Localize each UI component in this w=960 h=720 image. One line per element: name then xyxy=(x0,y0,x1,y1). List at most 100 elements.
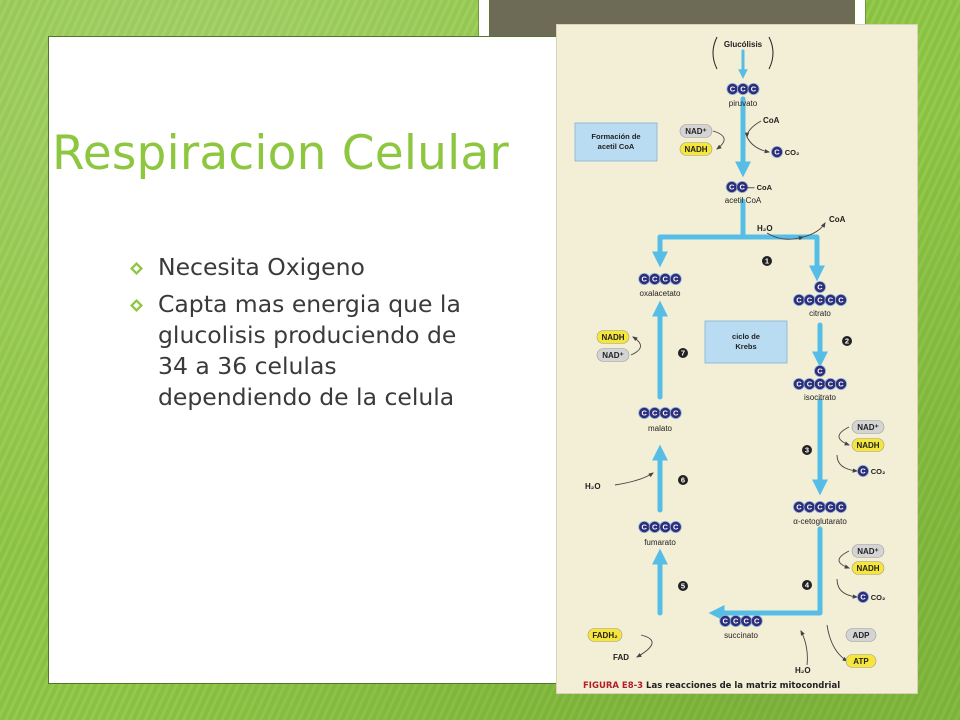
side-reaction-arrows xyxy=(614,120,859,666)
carbon-atom: C xyxy=(813,500,826,513)
step-badge: 6 xyxy=(678,475,688,485)
carbon-atom-label: C xyxy=(828,380,834,389)
nad-plus-label: NAD⁺ xyxy=(685,127,707,136)
bullet-item: Necesita Oxigeno xyxy=(130,252,465,283)
carbon-atom-label: C xyxy=(652,409,658,418)
nad-plus-7-label: NAD⁺ xyxy=(602,351,624,360)
arrow-nad-4 xyxy=(838,550,851,569)
step-number: 2 xyxy=(845,337,849,346)
nad-plus-3-pill xyxy=(851,420,885,434)
carbon-atom: C xyxy=(669,272,682,285)
carbon-atom-label: C xyxy=(751,85,757,94)
carbon-atom-label: C xyxy=(796,380,802,389)
carbon-atom-label: C xyxy=(828,503,834,512)
nad-plus-4-label: NAD⁺ xyxy=(857,547,879,556)
step-badge: 1 xyxy=(762,256,772,266)
carbon-atom: C xyxy=(750,615,763,628)
step-number: 7 xyxy=(681,349,685,358)
step-number: 5 xyxy=(681,582,685,591)
carbon-atom-label: C xyxy=(807,296,813,305)
nadh-label: NADH xyxy=(684,145,707,154)
carbon-atom-label: C xyxy=(723,617,729,626)
carbon-atom: C xyxy=(669,520,682,533)
step-badge: 2 xyxy=(842,336,852,346)
carbon-atom: C xyxy=(648,520,661,533)
krebs-box-line1: ciclo de xyxy=(732,332,760,341)
arrow-nad-7 xyxy=(630,336,641,356)
citrato-label: citrato xyxy=(809,309,831,318)
carbon-atom-label: C xyxy=(729,183,735,192)
bullet-text: Capta mas energia que la glucolisis prod… xyxy=(158,290,461,411)
co2-label: CO₂ xyxy=(785,148,800,157)
nad-plus-4-pill xyxy=(851,544,885,558)
h2o-4-label: H₂O xyxy=(795,666,811,675)
carbon-atom: C xyxy=(824,377,837,390)
arrow-coa-out xyxy=(802,222,826,238)
carbon-atom-label: C xyxy=(673,523,679,532)
carbon-atom-label: C xyxy=(740,183,746,192)
nadh-4-pill xyxy=(851,561,885,575)
bullet-diamond-icon xyxy=(130,262,143,275)
arrow-fad xyxy=(636,634,653,658)
coa-out-label: CoA xyxy=(829,215,846,224)
carbon-atom: C xyxy=(770,146,783,159)
carbon-atom-label: C xyxy=(817,503,823,512)
bullet-text: Necesita Oxigeno xyxy=(158,253,365,281)
carbon-atom-label: C xyxy=(817,380,823,389)
carbon-atom-label: C xyxy=(817,296,823,305)
arrow-step-4 xyxy=(708,526,823,622)
h2o-label: H₂O xyxy=(757,224,773,233)
co2-label: CO₂ xyxy=(871,593,886,602)
carbon-atom-label: C xyxy=(730,85,736,94)
acetil-coa-label: acetil CoA xyxy=(725,196,762,205)
slide-title: Respiracion Celular xyxy=(52,126,509,181)
carbon-atom-label: C xyxy=(744,617,750,626)
figure-caption-text: Las reacciones de la matriz mitocondrial xyxy=(643,681,841,691)
krebs-box-line2: Krebs xyxy=(735,342,756,351)
carbon-atom: C xyxy=(736,83,749,96)
carbon-atom-label: C xyxy=(754,617,760,626)
carbon-atom: C xyxy=(856,591,869,604)
carbon-atom-label: C xyxy=(817,283,823,292)
carbon-atom: C xyxy=(669,406,682,419)
carbon-atom-label: C xyxy=(860,593,866,602)
carbon-atom: C xyxy=(659,520,672,533)
carbon-atom: C xyxy=(803,293,816,306)
step-number: 3 xyxy=(805,446,809,455)
nadh-3-label: NADH xyxy=(856,441,879,450)
arrow-h2o-6 xyxy=(614,472,654,486)
adp-label: ADP xyxy=(853,631,871,640)
carbon-atom-label: C xyxy=(652,275,658,284)
carbon-atom: C xyxy=(813,364,826,377)
krebs-cycle-box xyxy=(704,320,788,364)
carbon-atom: C xyxy=(719,615,732,628)
figure-number: FIGURA E8-3 xyxy=(583,681,644,691)
fumarato-label: fumarato xyxy=(644,538,676,547)
arrow-co2-3 xyxy=(836,454,859,473)
arrow-atp xyxy=(826,624,848,662)
carbon-atom: C xyxy=(813,377,826,390)
nadh-pill xyxy=(679,142,713,156)
carbon-atom: C xyxy=(792,293,805,306)
figure-caption: FIGURA E8-3 Las reacciones de la matriz … xyxy=(583,681,840,691)
arrow-nad-reduction xyxy=(712,130,725,150)
glycolysis-bracket-right xyxy=(768,36,774,70)
arrow-co2-4 xyxy=(836,578,859,599)
carbon-atom: C xyxy=(659,406,672,419)
carbon-atom: C xyxy=(725,180,738,193)
carbon-atom: C xyxy=(729,615,742,628)
step-number: 6 xyxy=(681,476,685,485)
arrow-co2-out xyxy=(746,136,771,154)
atp-pill xyxy=(845,654,877,668)
carbon-atom-label: C xyxy=(774,148,780,157)
carbon-atom-label: C xyxy=(838,380,844,389)
carbon-atom: C xyxy=(638,406,651,419)
carbon-atom: C xyxy=(834,293,847,306)
acetyl-coa-box-line2: acetil CoA xyxy=(598,142,635,151)
carbon-atom: C xyxy=(803,500,816,513)
carbon-atom: C xyxy=(834,500,847,513)
carbon-atom-label: C xyxy=(663,409,669,418)
step-badge: 4 xyxy=(802,580,812,590)
oxalacetato-label: oxalacetato xyxy=(640,289,681,298)
